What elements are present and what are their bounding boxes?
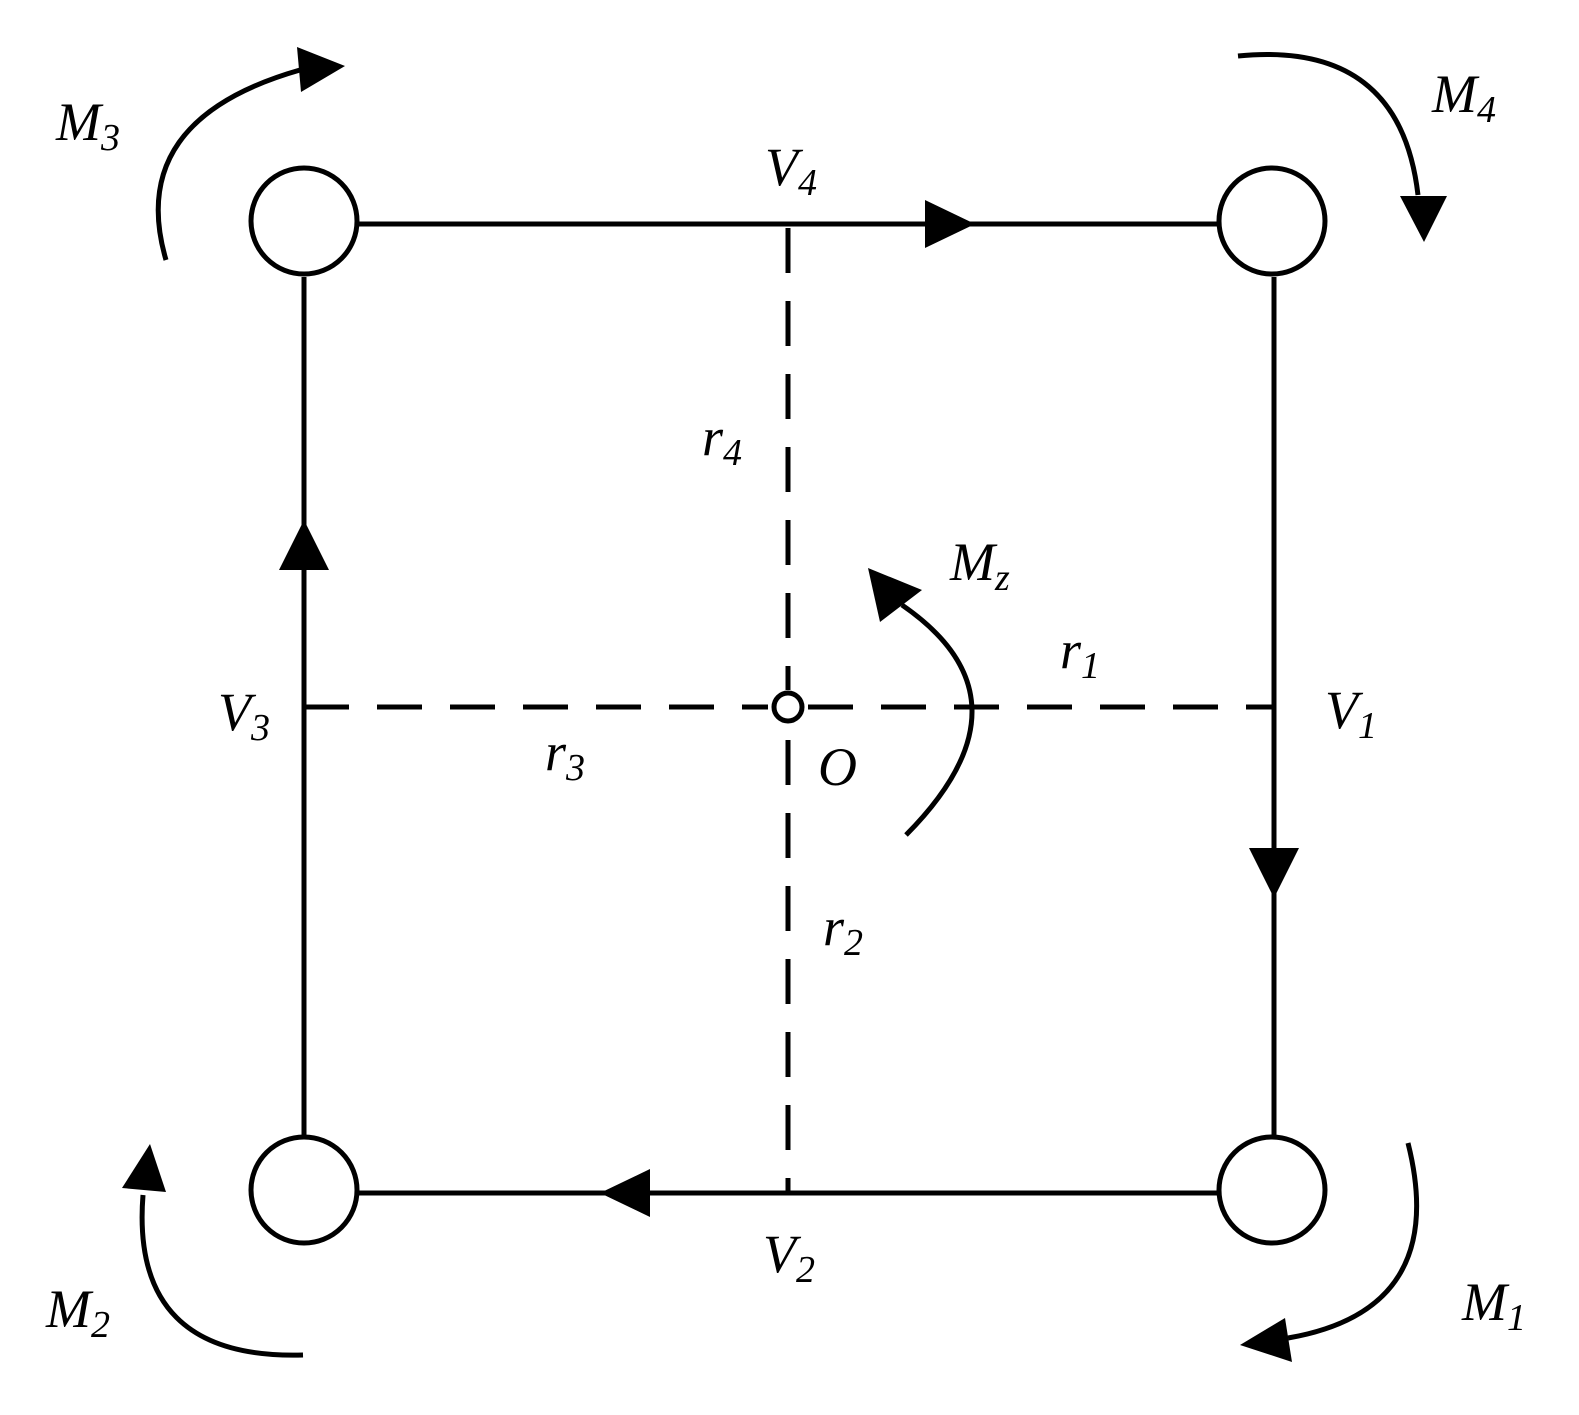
label-r1: r1 xyxy=(1060,620,1100,687)
arrowhead-mz xyxy=(868,568,922,622)
node-top-left xyxy=(248,165,360,277)
label-r3: r3 xyxy=(545,722,585,789)
label-mz: Mz xyxy=(949,532,1010,599)
label-v2: V2 xyxy=(763,1224,815,1291)
label-m2: M2 xyxy=(45,1279,110,1346)
label-m4: M4 xyxy=(1431,64,1496,131)
arrowhead-v1 xyxy=(1249,848,1299,898)
arrowhead-m1 xyxy=(1240,1318,1292,1362)
arc-mz xyxy=(900,602,975,837)
node-bottom-right xyxy=(1216,1134,1328,1246)
label-v1: V1 xyxy=(1325,680,1377,747)
arrowhead-m2 xyxy=(122,1144,166,1192)
arrowhead-v2 xyxy=(600,1169,650,1217)
label-r4: r4 xyxy=(702,407,742,474)
label-v3: V3 xyxy=(218,682,270,749)
arrowhead-v4 xyxy=(925,200,975,248)
label-v4: V4 xyxy=(765,137,817,204)
arrowhead-m4 xyxy=(1400,196,1447,242)
node-bottom-left xyxy=(248,1134,360,1246)
label-o: O xyxy=(818,737,857,797)
label-m3: M3 xyxy=(55,92,120,159)
arrowhead-m3 xyxy=(297,47,345,92)
arc-m4 xyxy=(1237,52,1421,196)
arc-m3 xyxy=(155,67,301,261)
node-top-right xyxy=(1216,165,1328,277)
label-r2: r2 xyxy=(823,897,863,964)
arc-m2 xyxy=(139,1194,304,1358)
center-point-o xyxy=(771,690,805,724)
label-m1: M1 xyxy=(1461,1272,1526,1339)
arrowhead-v3 xyxy=(279,520,329,570)
arc-m1 xyxy=(1287,1142,1420,1341)
